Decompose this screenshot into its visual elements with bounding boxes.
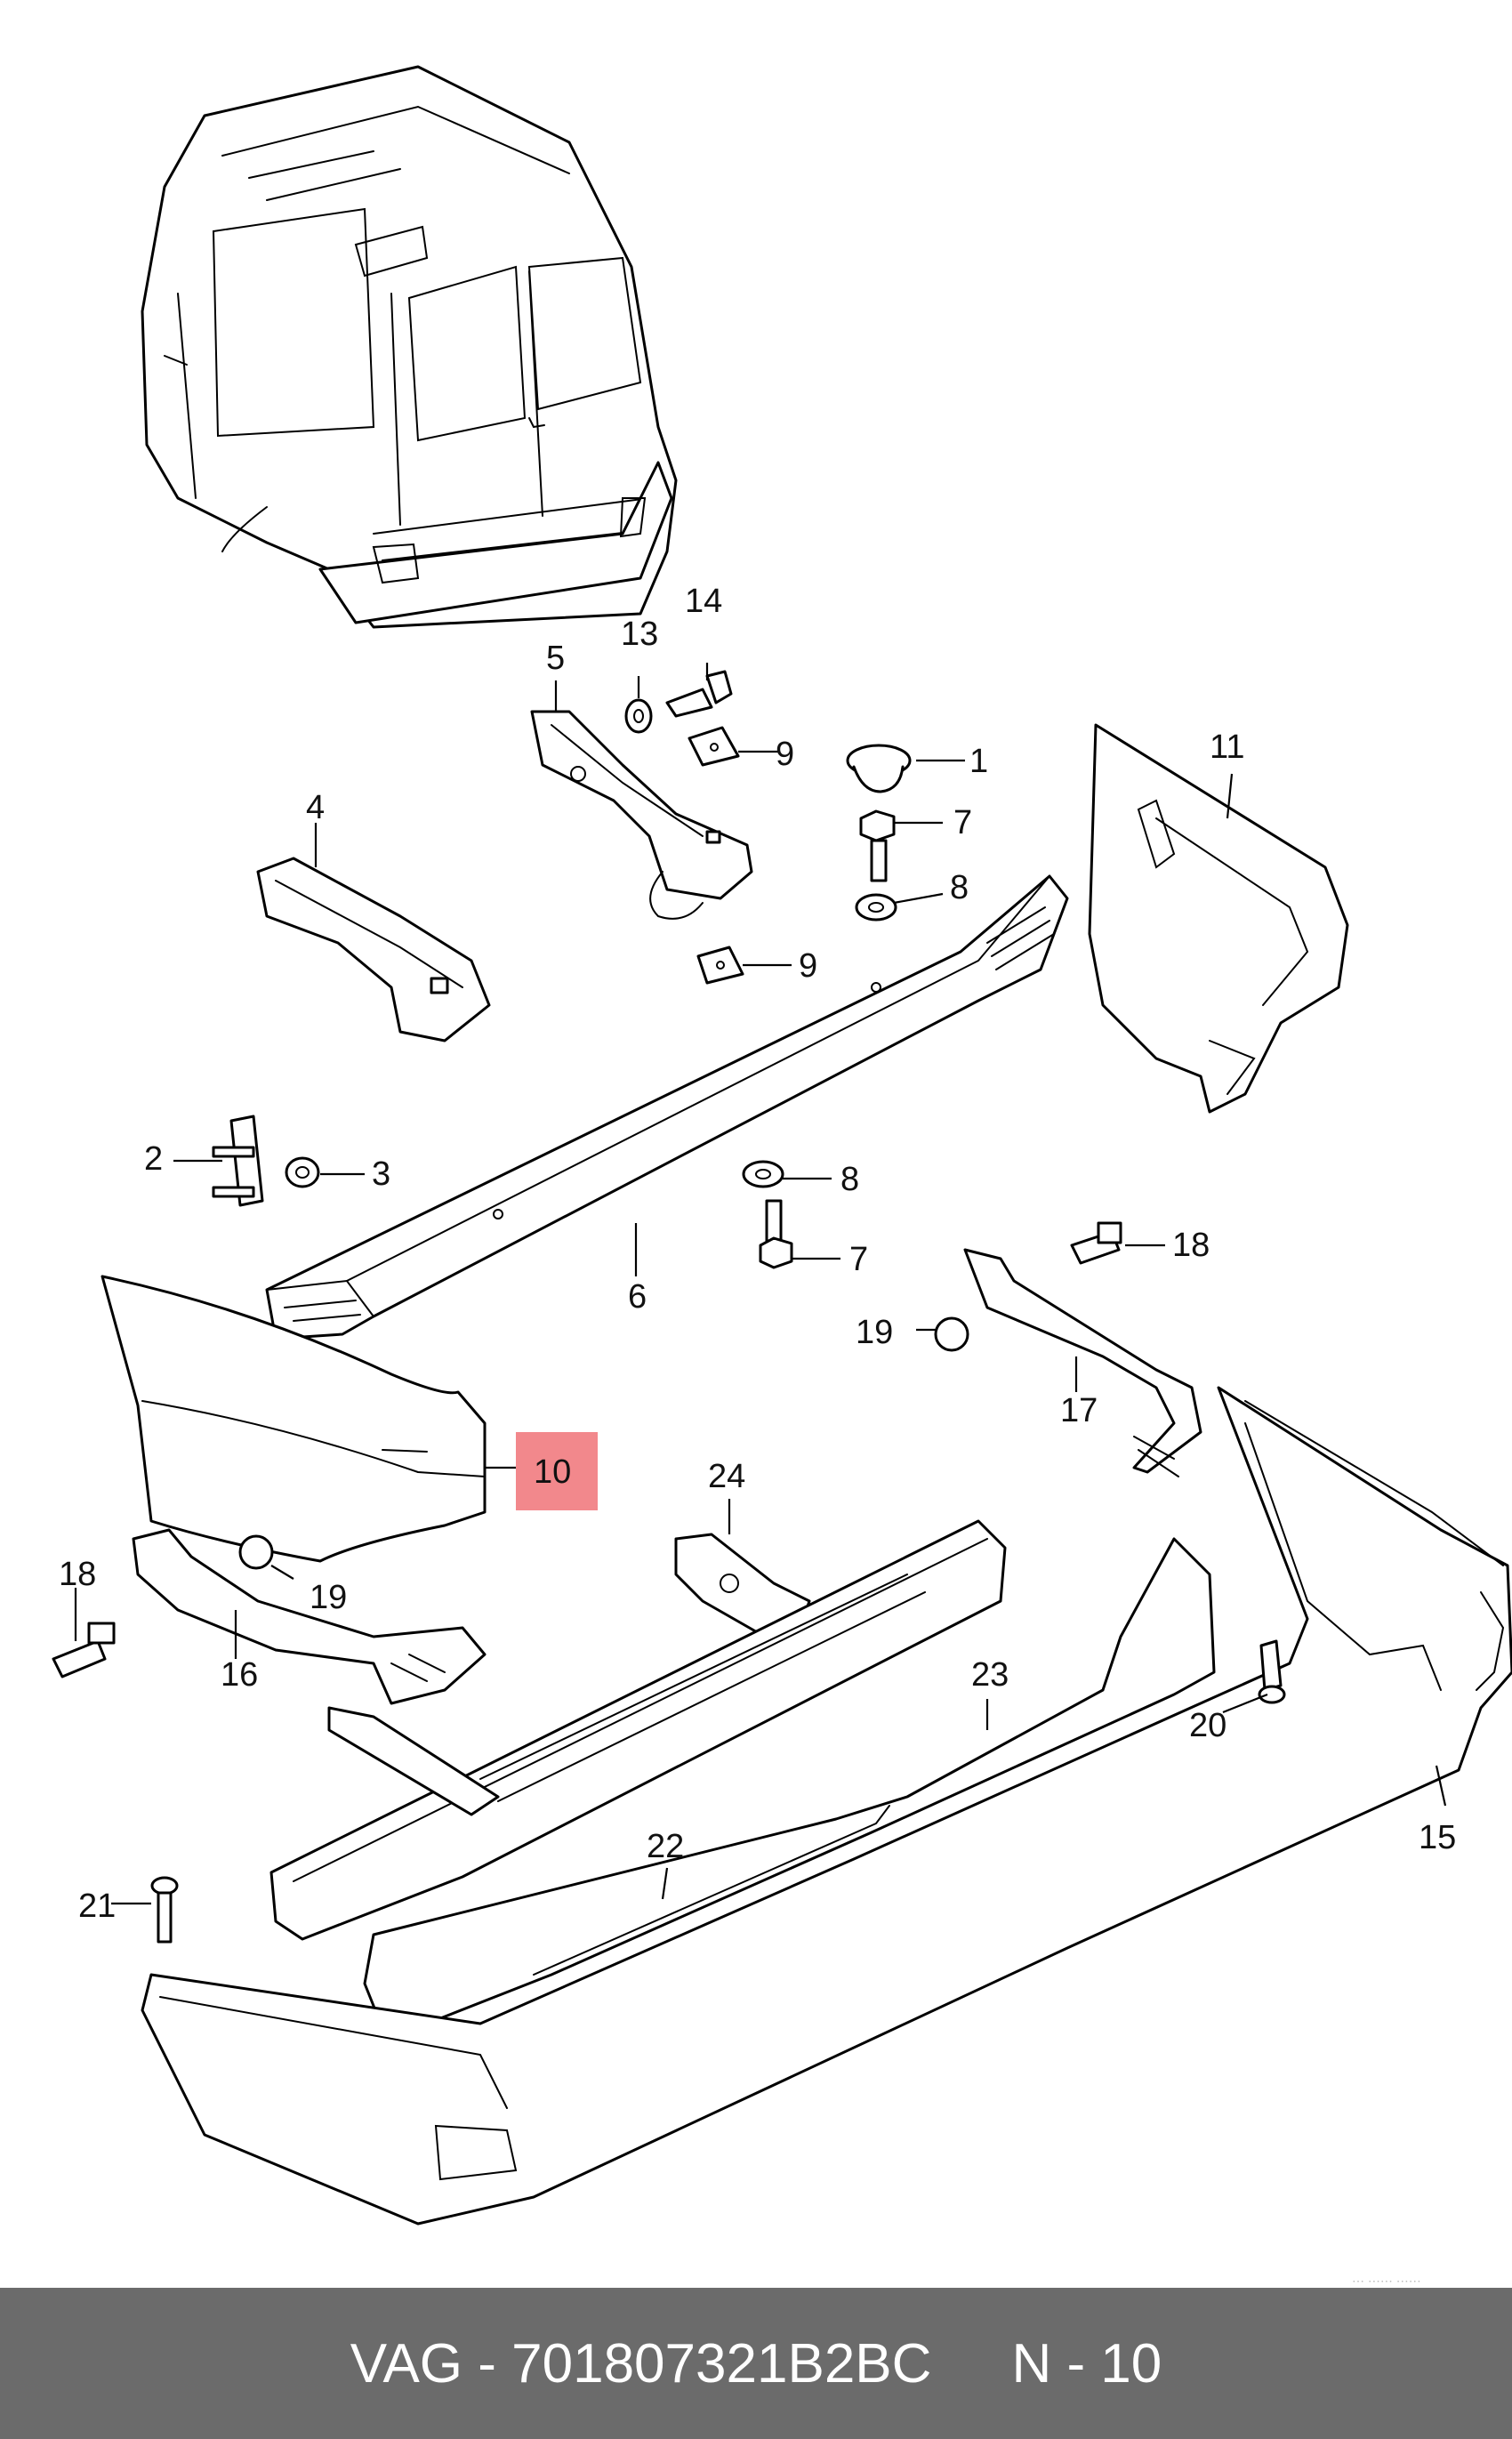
pin-18-left: [52, 1622, 116, 1678]
reinforcement-beam-6: [265, 874, 1069, 1340]
callout-20: 20: [1189, 1707, 1226, 1744]
bumper-cover-15: [141, 1386, 1512, 2226]
callout-19-left: 19: [310, 1579, 347, 1616]
callout-18-right: 18: [1172, 1227, 1210, 1264]
washer-13: [624, 698, 653, 734]
highlight-box-10: [516, 1432, 598, 1510]
bolt-7-upper: [859, 809, 896, 882]
grommet-19-left: [238, 1534, 274, 1570]
grommet-19-right: [934, 1316, 969, 1352]
leader-lines: [74, 663, 1447, 1905]
callout-labels: 1 2 3 4 5 6 7 7 8 8 9 9 10 11 13 14 15 1…: [59, 583, 1456, 1925]
callout-11: 11: [1210, 728, 1244, 766]
bracket-17: [963, 1248, 1202, 1477]
part-number-label: VAG - 701807321B2BC: [350, 2332, 932, 2395]
bracket-5: [530, 710, 753, 920]
bracket-16: [132, 1528, 487, 1705]
callout-16: 16: [221, 1656, 258, 1694]
callout-23: 23: [971, 1656, 1009, 1694]
bracket-4: [256, 857, 491, 1042]
van-rear-view: [141, 65, 678, 629]
callout-22: 22: [647, 1828, 684, 1865]
callout-17: 17: [1060, 1392, 1098, 1429]
callout-21: 21: [78, 1888, 116, 1925]
callout-5: 5: [546, 640, 565, 677]
pin-18-right: [1070, 1221, 1122, 1265]
bolt-14: [665, 670, 733, 718]
washer-8-upper: [855, 893, 897, 922]
callout-18-left: 18: [59, 1556, 96, 1593]
screw-21: [150, 1876, 179, 1944]
nut-plate-9-lower: [696, 946, 744, 985]
position-label: N - 10: [1011, 2332, 1162, 2395]
callout-8-upper: 8: [950, 869, 969, 906]
bolt-7-lower: [759, 1199, 793, 1269]
callout-7-upper: 7: [953, 804, 972, 841]
callout-1: 1: [969, 743, 988, 780]
callout-4: 4: [306, 789, 325, 826]
callout-14: 14: [685, 583, 722, 620]
carrier-22: [269, 1519, 1007, 1941]
callout-8-lower: 8: [840, 1161, 859, 1198]
callout-13: 13: [621, 616, 658, 653]
exploded-parts-diagram: 1 2 3 4 5 6 7 7 8 8 9 9 10 11 13 14 15 1…: [52, 65, 1512, 2226]
footer-bar: VAG - 701807321B2BC N - 10: [0, 2288, 1512, 2439]
callout-7-lower: 7: [849, 1241, 868, 1278]
callout-9-lower: 9: [799, 947, 817, 985]
callout-9-upper: 9: [776, 736, 794, 773]
callout-15: 15: [1419, 1819, 1456, 1856]
bumper-corner-11: [1088, 723, 1349, 1114]
nut-3: [285, 1156, 320, 1188]
washer-8-lower: [742, 1160, 784, 1188]
callout-10: 10: [534, 1453, 571, 1491]
callout-3: 3: [372, 1155, 390, 1193]
callout-2: 2: [144, 1140, 163, 1178]
callout-6: 6: [628, 1278, 647, 1316]
screw-20: [1258, 1639, 1286, 1704]
callout-24: 24: [708, 1458, 745, 1495]
watermark: ⋯ ⋯⋯ ⋯⋯: [1352, 2274, 1421, 2288]
callout-19-right: 19: [856, 1314, 893, 1351]
bolt-plate-2: [212, 1115, 264, 1207]
cap-1: [846, 744, 912, 793]
nut-plate-9-upper: [688, 726, 740, 767]
